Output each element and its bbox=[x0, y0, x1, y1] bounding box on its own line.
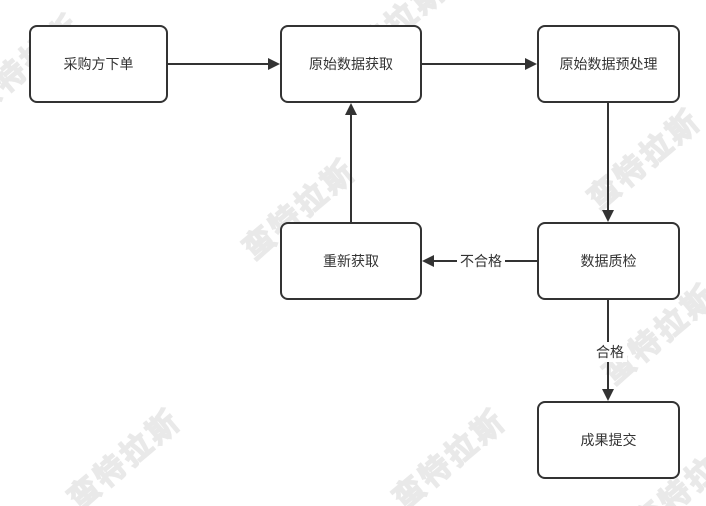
arrow-acquire-to-preprocess bbox=[422, 58, 537, 70]
node-label: 原始数据获取 bbox=[309, 56, 393, 72]
edge-label-unqualified: 不合格 bbox=[457, 251, 505, 271]
node-raw-data-acquire: 原始数据获取 bbox=[280, 25, 422, 103]
edge-label-qualified: 合格 bbox=[593, 342, 627, 362]
node-label: 采购方下单 bbox=[63, 56, 134, 72]
node-purchase-order: 采购方下单 bbox=[29, 25, 168, 103]
node-label: 重新获取 bbox=[323, 253, 379, 269]
node-reacquire: 重新获取 bbox=[280, 222, 422, 300]
node-data-quality-check: 数据质检 bbox=[537, 222, 680, 300]
arrow-reacquire-to-acquire bbox=[345, 103, 357, 222]
node-result-submit: 成果提交 bbox=[537, 401, 680, 479]
node-raw-data-preprocess: 原始数据预处理 bbox=[537, 25, 680, 103]
node-label: 数据质检 bbox=[580, 253, 637, 269]
arrow-preprocess-to-qc bbox=[602, 103, 614, 222]
node-label: 原始数据预处理 bbox=[559, 56, 658, 72]
node-label: 成果提交 bbox=[580, 432, 637, 448]
arrow-order-to-acquire bbox=[168, 58, 280, 70]
